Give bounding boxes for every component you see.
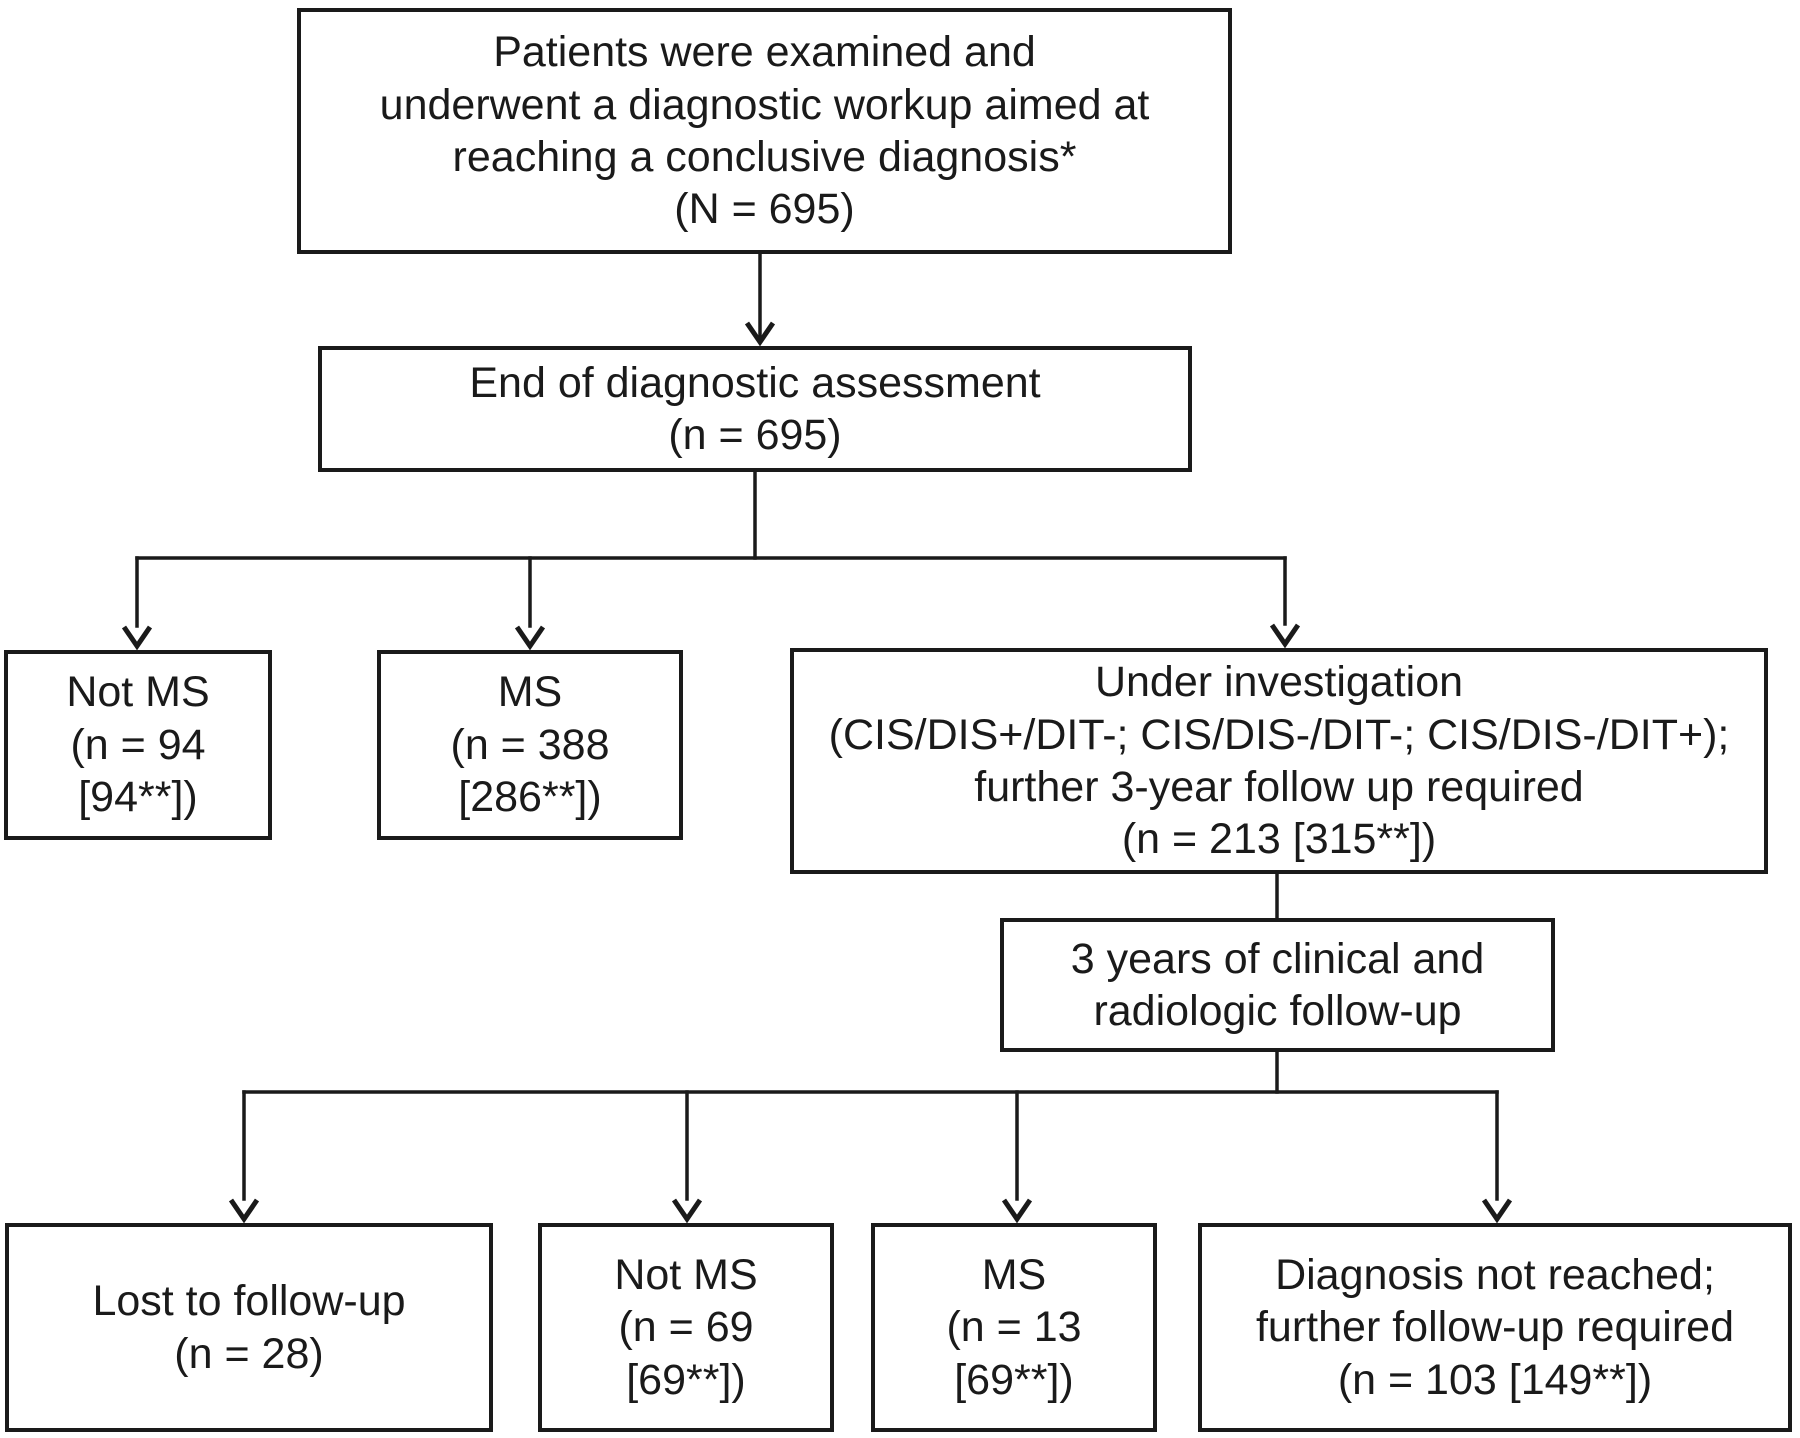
- node-three-year-followup-label: 3 years of clinical and radiologic follo…: [1070, 934, 1485, 1035]
- branch-followup-to-outcomes: [228, 1050, 1513, 1224]
- node-diagnosis-not-reached-label: Diagnosis not reached; further follow-up…: [1255, 1250, 1735, 1404]
- node-under-investigation: Under investigation (CIS/DIS+/DIT-; CIS/…: [790, 648, 1768, 874]
- node-not-ms-after-followup-label: Not MS (n = 69 [69**]): [614, 1250, 758, 1404]
- arrow-examined-to-end-assessment: [744, 252, 776, 347]
- node-ms-after-followup-label: MS (n = 13 [69**]): [946, 1250, 1082, 1404]
- node-not-ms-initial: Not MS (n = 94 [94**]): [4, 650, 272, 840]
- node-patients-examined-label: Patients were examined and underwent a d…: [379, 28, 1150, 234]
- node-diagnosis-not-reached: Diagnosis not reached; further follow-up…: [1198, 1223, 1792, 1432]
- node-not-ms-initial-label: Not MS (n = 94 [94**]): [66, 668, 210, 822]
- node-end-of-diagnostic-assessment: End of diagnostic assessment (n = 695): [318, 346, 1192, 472]
- node-lost-to-followup-label: Lost to follow-up (n = 28): [92, 1277, 406, 1378]
- node-ms-after-followup: MS (n = 13 [69**]): [871, 1223, 1157, 1432]
- node-ms-initial-label: MS (n = 388 [286**]): [450, 668, 610, 822]
- node-ms-initial: MS (n = 388 [286**]): [377, 650, 683, 840]
- branch-end-assessment-to-outcomes: [121, 468, 1301, 651]
- node-not-ms-after-followup: Not MS (n = 69 [69**]): [538, 1223, 834, 1432]
- node-lost-to-followup: Lost to follow-up (n = 28): [5, 1223, 493, 1432]
- node-under-investigation-label: Under investigation (CIS/DIS+/DIT-; CIS/…: [828, 658, 1730, 864]
- node-patients-examined: Patients were examined and underwent a d…: [297, 8, 1232, 254]
- node-end-of-diagnostic-assessment-label: End of diagnostic assessment (n = 695): [469, 358, 1041, 459]
- node-three-year-followup: 3 years of clinical and radiologic follo…: [1000, 918, 1555, 1052]
